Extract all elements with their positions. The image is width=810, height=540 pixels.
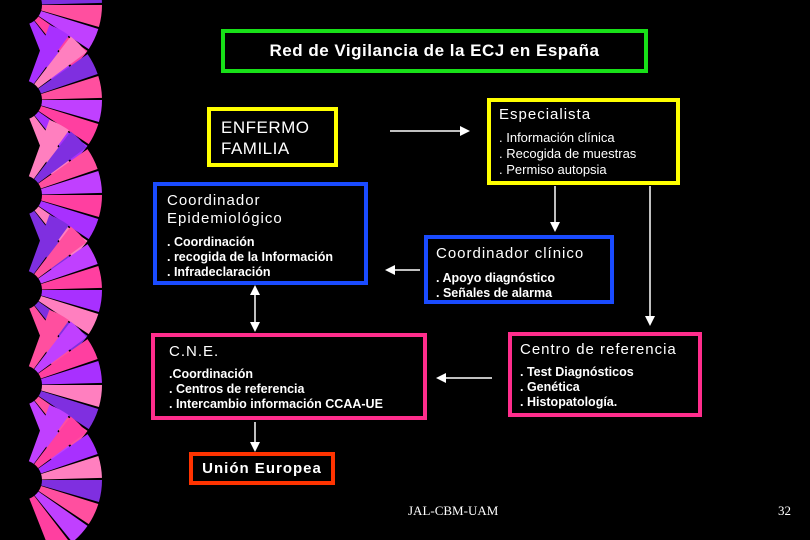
ribbon-fan-segment [38,434,98,474]
ribbon-fan-segment [38,201,99,240]
ribbon-fan-segment [29,495,69,540]
node-especialista-title: Especialista [499,106,592,123]
node-cne-item-3: . Intercambio información CCAA-UE [169,397,383,411]
node-centro-title: Centro de referencia [520,341,677,358]
node-coord-clinico-item-2: . Señales de alarma [436,286,553,300]
ribbon-fan-segment [34,36,87,89]
page-number: 32 [778,503,791,518]
ribbon-fan-segment [38,106,99,145]
ribbon-fan-segment [41,75,102,100]
ribbon-fan-segment [41,265,102,290]
ribbon-fan-segment [38,244,98,284]
ribbon-fan-segment [41,5,102,28]
node-especialista-item-2: . Recogida de muestras [499,146,637,161]
node-cne: C.N.E. .Coordinación . Centros de refere… [151,333,427,420]
diagram-title-text: Red de Vigilancia de la ECJ en España [269,41,600,60]
ribbon-fan-segment [38,11,99,50]
ribbon-fan-segment [34,131,87,184]
diagram-title: Red de Vigilancia de la ECJ en España [221,29,648,73]
node-centro-item-1: . Test Diagnósticos [520,365,634,379]
ribbon-fan-segment [41,290,102,313]
ribbon-fan-segment [41,385,103,408]
node-enfermo-line-2: FAMILIA [221,139,290,158]
node-enfermo-line-1: ENFERMO [221,118,310,137]
ribbon-fan-segment [34,491,88,540]
node-especialista: Especialista . Información clínica . Rec… [487,98,680,185]
ribbon-fan-segment [38,339,98,379]
ribbon-fan-segment [38,149,98,189]
node-coordinador-epidemiologico: Coordinador Epidemiológico . Coordinació… [153,182,368,285]
node-union-title: Unión Europea [202,459,322,477]
node-centro-item-3: . Histopatología. [520,395,618,409]
ribbon-fan-segment [38,486,99,525]
node-coordinador-clinico: Coordinador clínico . Apoyo diagnóstico … [424,235,614,304]
ribbon-fan-segment [38,391,99,430]
node-coord-epi-title-2: Epidemiológico [167,210,283,227]
ribbon-fan-segment [41,195,102,218]
node-centro-referencia: Centro de referencia . Test Diagnósticos… [508,332,702,417]
ribbon-fan-segment [41,100,102,123]
decorative-ribbon [28,0,103,540]
ribbon-fan-segment [41,0,102,5]
node-coord-epi-title-1: Coordinador [167,192,261,209]
ribbon-fan-segment [41,170,102,195]
node-cne-title: C.N.E. [169,343,220,360]
ribbon-fan-segment [28,214,70,274]
ribbon-fan-segment [28,309,70,369]
node-centro-item-2: . Genética [520,380,580,394]
node-coord-clinico-title: Coordinador clínico [436,245,585,262]
node-enfermo-familia: ENFERMO FAMILIA [207,107,338,167]
ribbon-fan-segment [28,24,70,84]
node-cne-item-1: .Coordinación [169,367,254,381]
ribbon-fan-segment [41,455,102,480]
ribbon-fan-segment [38,296,99,335]
node-coord-epi-item-1: . Coordinación [167,235,255,249]
node-union-europea: Unión Europea [189,452,335,485]
node-especialista-item-1: . Información clínica [499,130,615,145]
ribbon-fan-segment [34,416,87,469]
node-coord-clinico-item-1: . Apoyo diagnóstico [436,271,555,285]
ribbon-fan-segment [34,226,87,279]
ribbon-fan-segment [28,119,70,179]
ribbon-fan-segment [34,321,87,374]
ribbon-fan-segment [41,360,102,385]
node-coord-epi-item-3: . Infradeclaración [167,265,271,279]
ribbon-fan-segment [38,54,98,94]
ribbon-fan-segment [28,404,70,464]
ribbon-fan-segment [41,480,103,503]
node-especialista-item-3: . Permiso autopsia [499,162,607,177]
node-coord-epi-item-2: . recogida de la Información [167,250,334,264]
footer-author: JAL-CBM-UAM [408,503,499,518]
node-cne-item-2: . Centros de referencia [169,382,305,396]
